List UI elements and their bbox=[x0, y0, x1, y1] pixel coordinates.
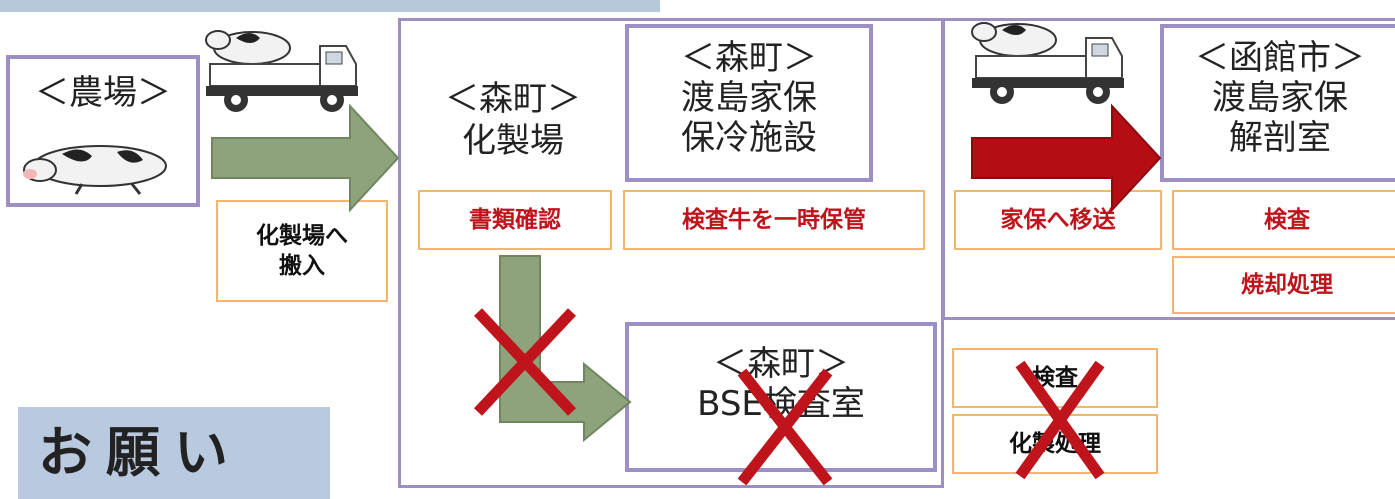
storage-label: ＜森町＞ 渡島家保 保冷施設 bbox=[681, 38, 817, 158]
cow-truck-icon bbox=[205, 30, 358, 112]
cross-old-steps bbox=[1015, 360, 1105, 480]
cow-lying-icon bbox=[23, 145, 167, 195]
step-doc-check-label: 書類確認 bbox=[469, 207, 561, 233]
step-transfer-label: 家保へ移送 bbox=[1000, 207, 1116, 233]
step-doc-check: 書類確認 bbox=[418, 190, 612, 250]
request-banner: お願い bbox=[18, 407, 330, 499]
green-arrow-to-bse bbox=[499, 255, 632, 443]
autopsy-node: ＜函館市＞ 渡島家保 解剖室 bbox=[1160, 24, 1395, 182]
cross-old-route bbox=[473, 308, 577, 416]
rendering-plant-label: ＜森町＞ 化製場 bbox=[445, 79, 581, 161]
farm-label: ＜農場＞ bbox=[35, 73, 171, 113]
cow-truck-icon bbox=[971, 22, 1124, 104]
cross-bse-room bbox=[737, 368, 833, 486]
green-arrow-to-plant bbox=[211, 103, 400, 213]
step-incineration-label: 焼却処理 bbox=[1241, 272, 1333, 298]
step-temp-storage-label: 検査牛を一時保管 bbox=[682, 207, 866, 233]
step-carry-in-label: 化製場へ 搬入 bbox=[256, 223, 348, 279]
bse-room-node: ＜森町＞ BSE検査室 bbox=[625, 322, 937, 472]
red-arrow-to-autopsy bbox=[971, 103, 1162, 213]
step-carry-in: 化製場へ 搬入 bbox=[216, 200, 388, 302]
step-inspection-label: 検査 bbox=[1264, 207, 1310, 233]
step-incineration: 焼却処理 bbox=[1172, 256, 1395, 314]
header-band bbox=[0, 0, 660, 12]
step-inspection: 検査 bbox=[1172, 190, 1395, 250]
request-text: お願い bbox=[38, 421, 242, 484]
step-temp-storage: 検査牛を一時保管 bbox=[623, 190, 925, 250]
step-transfer: 家保へ移送 bbox=[954, 190, 1162, 250]
rendering-plant-node: ＜森町＞ 化製場 bbox=[402, 78, 624, 168]
autopsy-label: ＜函館市＞ 渡島家保 解剖室 bbox=[1195, 38, 1365, 158]
storage-node: ＜森町＞ 渡島家保 保冷施設 bbox=[625, 24, 873, 182]
step-old-inspection: 検査 bbox=[952, 348, 1158, 408]
